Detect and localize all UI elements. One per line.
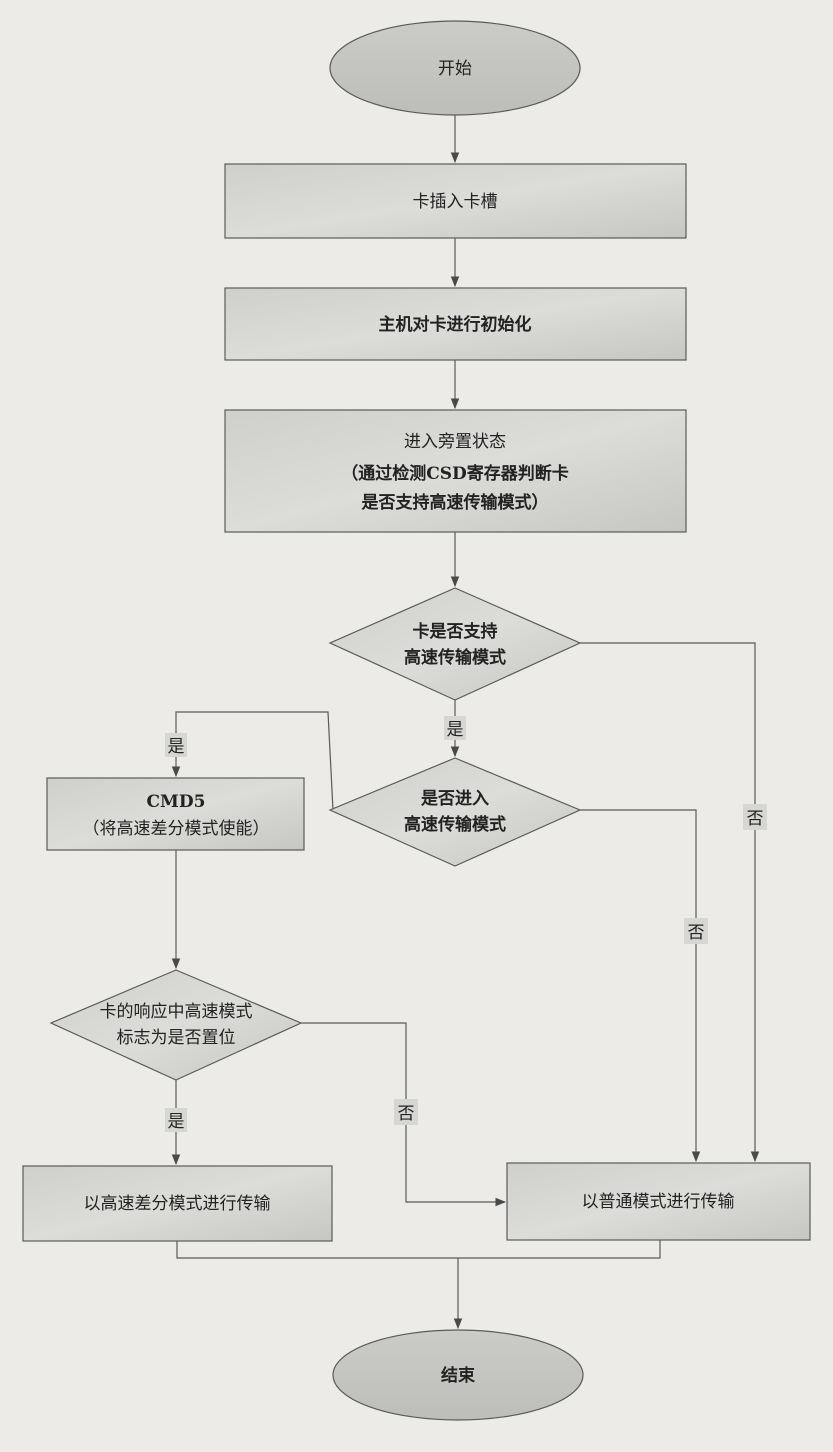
label-flag-no: 否 — [394, 1099, 418, 1125]
svg-text:结束: 结束 — [441, 1365, 475, 1386]
svg-text:开始: 开始 — [438, 59, 472, 79]
edge-normal-merge — [458, 1240, 661, 1259]
svg-text:是否支持高速传输模式）: 是否支持高速传输模式） — [362, 492, 549, 513]
svg-text:高速传输模式: 高速传输模式 — [404, 647, 506, 668]
node-support-decision: 卡是否支持 高速传输模式 — [328, 587, 582, 701]
svg-text:卡是否支持: 卡是否支持 — [413, 621, 498, 642]
svg-text:CMD5: CMD5 — [147, 792, 206, 812]
node-cmd5: CMD5 （将高速差分模式使能） — [46, 777, 305, 851]
label-support-no: 否 — [743, 804, 767, 830]
svg-text:否: 否 — [398, 1104, 415, 1124]
edge-enter-no — [580, 809, 701, 1163]
svg-text:否: 否 — [688, 923, 705, 943]
svg-text:是: 是 — [447, 720, 464, 740]
node-standby: 进入旁置状态 （通过检测CSD寄存器判断卡 是否支持高速传输模式） — [224, 409, 687, 533]
node-hs-transfer: 以高速差分模式进行传输 — [22, 1165, 333, 1242]
edge-support-no — [580, 642, 760, 1163]
svg-text:是否进入: 是否进入 — [421, 789, 489, 809]
label-enter-yes: 是 — [165, 733, 187, 757]
svg-text:是: 是 — [168, 1112, 185, 1132]
label-flag-yes: 是 — [165, 1108, 187, 1132]
node-start: 开始 — [329, 20, 581, 116]
svg-text:高速传输模式: 高速传输模式 — [404, 814, 506, 835]
svg-text:卡的响应中高速模式: 卡的响应中高速模式 — [100, 1002, 253, 1022]
svg-text:进入旁置状态: 进入旁置状态 — [404, 432, 506, 452]
edge-hs-merge — [176, 1241, 458, 1259]
svg-text:否: 否 — [747, 809, 764, 829]
label-enter-no: 否 — [684, 918, 708, 944]
svg-text:卡插入卡槽: 卡插入卡槽 — [413, 192, 498, 212]
svg-text:以高速差分模式进行传输: 以高速差分模式进行传输 — [84, 1194, 271, 1214]
node-end: 结束 — [332, 1329, 584, 1421]
node-normal-transfer: 以普通模式进行传输 — [506, 1162, 811, 1241]
svg-text:以普通模式进行传输: 以普通模式进行传输 — [582, 1192, 735, 1212]
svg-text:主机对卡进行初始化: 主机对卡进行初始化 — [379, 314, 532, 335]
svg-text:（通过检测CSD寄存器判断卡: （通过检测CSD寄存器判断卡 — [341, 463, 569, 484]
svg-text:（将高速差分模式使能）: （将高速差分模式使能） — [83, 818, 270, 839]
svg-text:是: 是 — [168, 737, 185, 757]
node-host-init: 主机对卡进行初始化 — [224, 287, 687, 361]
svg-text:标志为是否置位: 标志为是否置位 — [117, 1028, 236, 1048]
node-insert-card: 卡插入卡槽 — [224, 163, 687, 239]
label-support-yes: 是 — [444, 716, 466, 740]
node-enter-decision: 是否进入 高速传输模式 — [328, 757, 582, 867]
node-flag-decision: 卡的响应中高速模式 标志为是否置位 — [49, 969, 303, 1081]
